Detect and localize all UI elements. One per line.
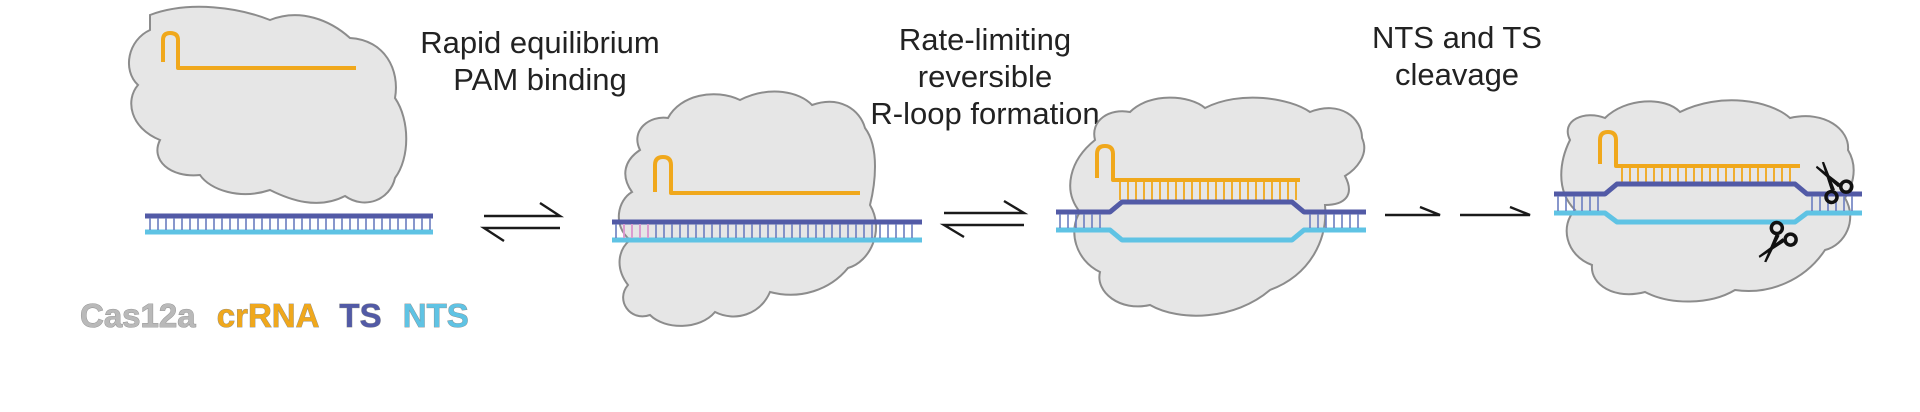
scissors-icon [1815, 161, 1854, 205]
legend: Cas12a crRNA TS NTS [80, 297, 469, 334]
pam-highlight [623, 224, 649, 238]
cas12a-protein-shape [1560, 99, 1855, 303]
dna-base-pairs [1557, 196, 1599, 211]
dna-base-pairs [1309, 214, 1359, 228]
step-label: Rapid equilibrium [420, 25, 660, 60]
irreversible-arrows-icon [1385, 205, 1531, 217]
nts-strand [1056, 227, 1366, 243]
ts-strand [1554, 181, 1862, 197]
dna-base-pairs [149, 218, 431, 230]
dna-duplex [145, 213, 433, 235]
ts-strand [1056, 199, 1366, 215]
state-r-loop [1056, 96, 1366, 317]
scissors-icon [1758, 220, 1798, 263]
state-free-complex [128, 5, 433, 235]
legend-nts: NTS [403, 297, 469, 334]
dna-base-pairs [1059, 214, 1101, 228]
step-label: R-loop formation [870, 96, 1099, 131]
crrna-ts-base-pairs [1119, 182, 1297, 200]
crrna-strand [161, 31, 356, 70]
legend-cas12a: Cas12a [80, 297, 196, 334]
step-label: NTS and TS [1372, 20, 1542, 55]
step-label: reversible [918, 59, 1052, 94]
dna-duplex [1554, 181, 1862, 225]
state-cleavage [1554, 99, 1862, 303]
nts-strand [1554, 210, 1862, 225]
cas12a-protein-shape [617, 90, 878, 327]
equilibrium-arrows-icon [939, 199, 1029, 239]
crrna-ts-base-pairs [1621, 168, 1791, 182]
cas12a-protein-shape [128, 5, 408, 204]
dna-duplex [612, 219, 922, 243]
step-label: PAM binding [453, 62, 626, 97]
equilibrium-arrows-icon [479, 201, 565, 243]
legend-crrna: crRNA [217, 297, 319, 334]
cas12a-protein-shape [1069, 96, 1366, 317]
legend-ts: TS [339, 297, 381, 334]
crrna-strand [1598, 130, 1800, 168]
step-label: cleavage [1395, 57, 1519, 92]
state-pam-bound [612, 90, 922, 327]
crrna-strand [653, 155, 860, 195]
dna-duplex [1056, 199, 1366, 243]
crrna-strand [1095, 144, 1300, 182]
step-label: Rate-limiting [899, 22, 1071, 57]
